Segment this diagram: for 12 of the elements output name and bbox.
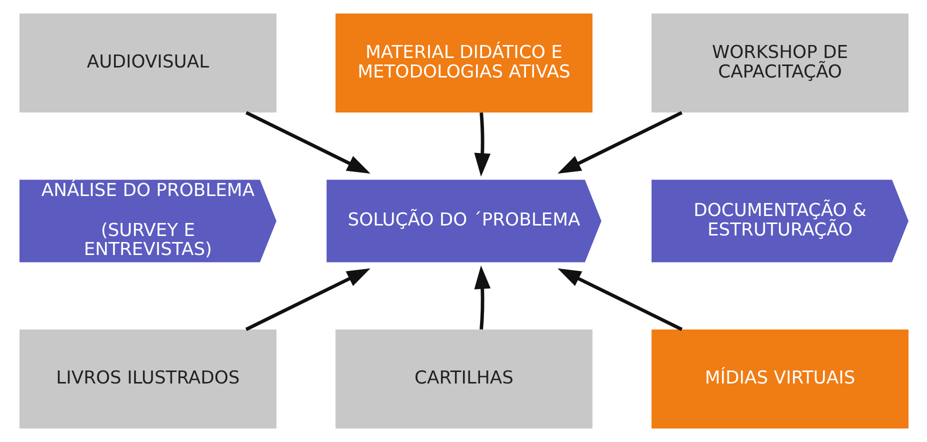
node-box: WORKSHOP DE CAPACITAÇÃO	[651, 14, 908, 112]
node-box: MÍDIAS VIRTUAIS	[651, 330, 908, 428]
node-box: CARTILHAS	[335, 330, 592, 428]
arrow	[557, 111, 682, 174]
arrow	[244, 111, 370, 174]
arrow	[474, 265, 490, 330]
arrow	[244, 268, 370, 331]
node-box: MATERIAL DIDÁTICO E METODOLOGIAS ATIVAS	[335, 14, 592, 112]
arrow	[474, 112, 490, 177]
node-box: AUDIOVISUAL	[19, 14, 276, 112]
node-box: LIVROS ILUSTRADOS	[19, 330, 276, 428]
arrow	[557, 268, 682, 331]
